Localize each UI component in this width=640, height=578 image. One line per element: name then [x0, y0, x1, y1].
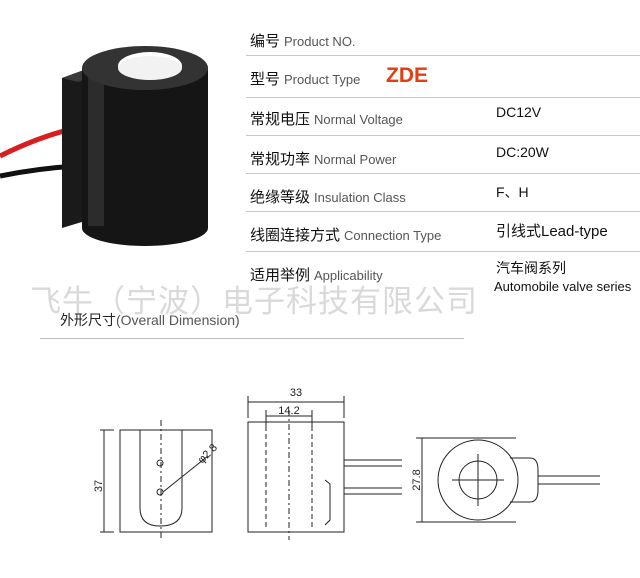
dimension-heading-en: (Overall Dimension) [116, 312, 240, 328]
product-type-label-zh: 型号 [250, 70, 281, 88]
front-view [100, 420, 213, 540]
product-type-label-en: Product Type [284, 72, 361, 87]
applicability-value-zh: 汽车阀系列 [496, 260, 566, 276]
insulation-class-value: F、H [496, 184, 529, 200]
diameter-dimension-label: 27.8 [411, 469, 423, 490]
product-no-label-zh: 编号 [250, 32, 281, 50]
side-view [247, 396, 402, 540]
top-view [416, 437, 600, 523]
normal-voltage-label-zh: 常规电压 [250, 110, 311, 128]
width-dimension-label: 33 [290, 387, 302, 399]
dimension-drawing: 37 φ2.8 33 14.2 27.8 [93, 387, 600, 540]
insulation-class-label-en: Insulation Class [314, 190, 406, 205]
normal-power-value: DC:20W [496, 144, 549, 160]
normal-voltage-label-en: Normal Voltage [314, 112, 403, 127]
product-no-label-en: Product NO. [284, 34, 356, 49]
applicability-label-zh: 适用举例 [250, 266, 311, 284]
product-type-value: ZDE [386, 64, 428, 87]
connection-type-label-zh: 线圈连接方式 [250, 226, 341, 244]
normal-power-label-en: Normal Power [314, 152, 397, 167]
hole-diameter-label: φ2.8 [196, 442, 220, 466]
company-watermark: 飞牛（宁波）电子科技有限公司 [30, 284, 478, 320]
insulation-class-label-zh: 绝缘等级 [250, 188, 311, 206]
connection-type-value: 引线式Lead-type [496, 223, 608, 240]
normal-voltage-value: DC12V [496, 104, 542, 120]
applicability-label-en: Applicability [314, 268, 383, 283]
connection-type-label-en: Connection Type [344, 228, 442, 243]
product-photo [0, 46, 208, 246]
applicability-value-en: Automobile valve series [494, 279, 632, 294]
dimension-heading: 外形尺寸(Overall Dimension) [60, 310, 240, 330]
inner-width-label: 14.2 [278, 405, 299, 417]
dimension-divider [40, 338, 464, 339]
normal-power-label-zh: 常规功率 [250, 150, 311, 168]
height-dimension-label: 37 [93, 480, 105, 492]
dimension-heading-zh: 外形尺寸 [60, 313, 116, 329]
